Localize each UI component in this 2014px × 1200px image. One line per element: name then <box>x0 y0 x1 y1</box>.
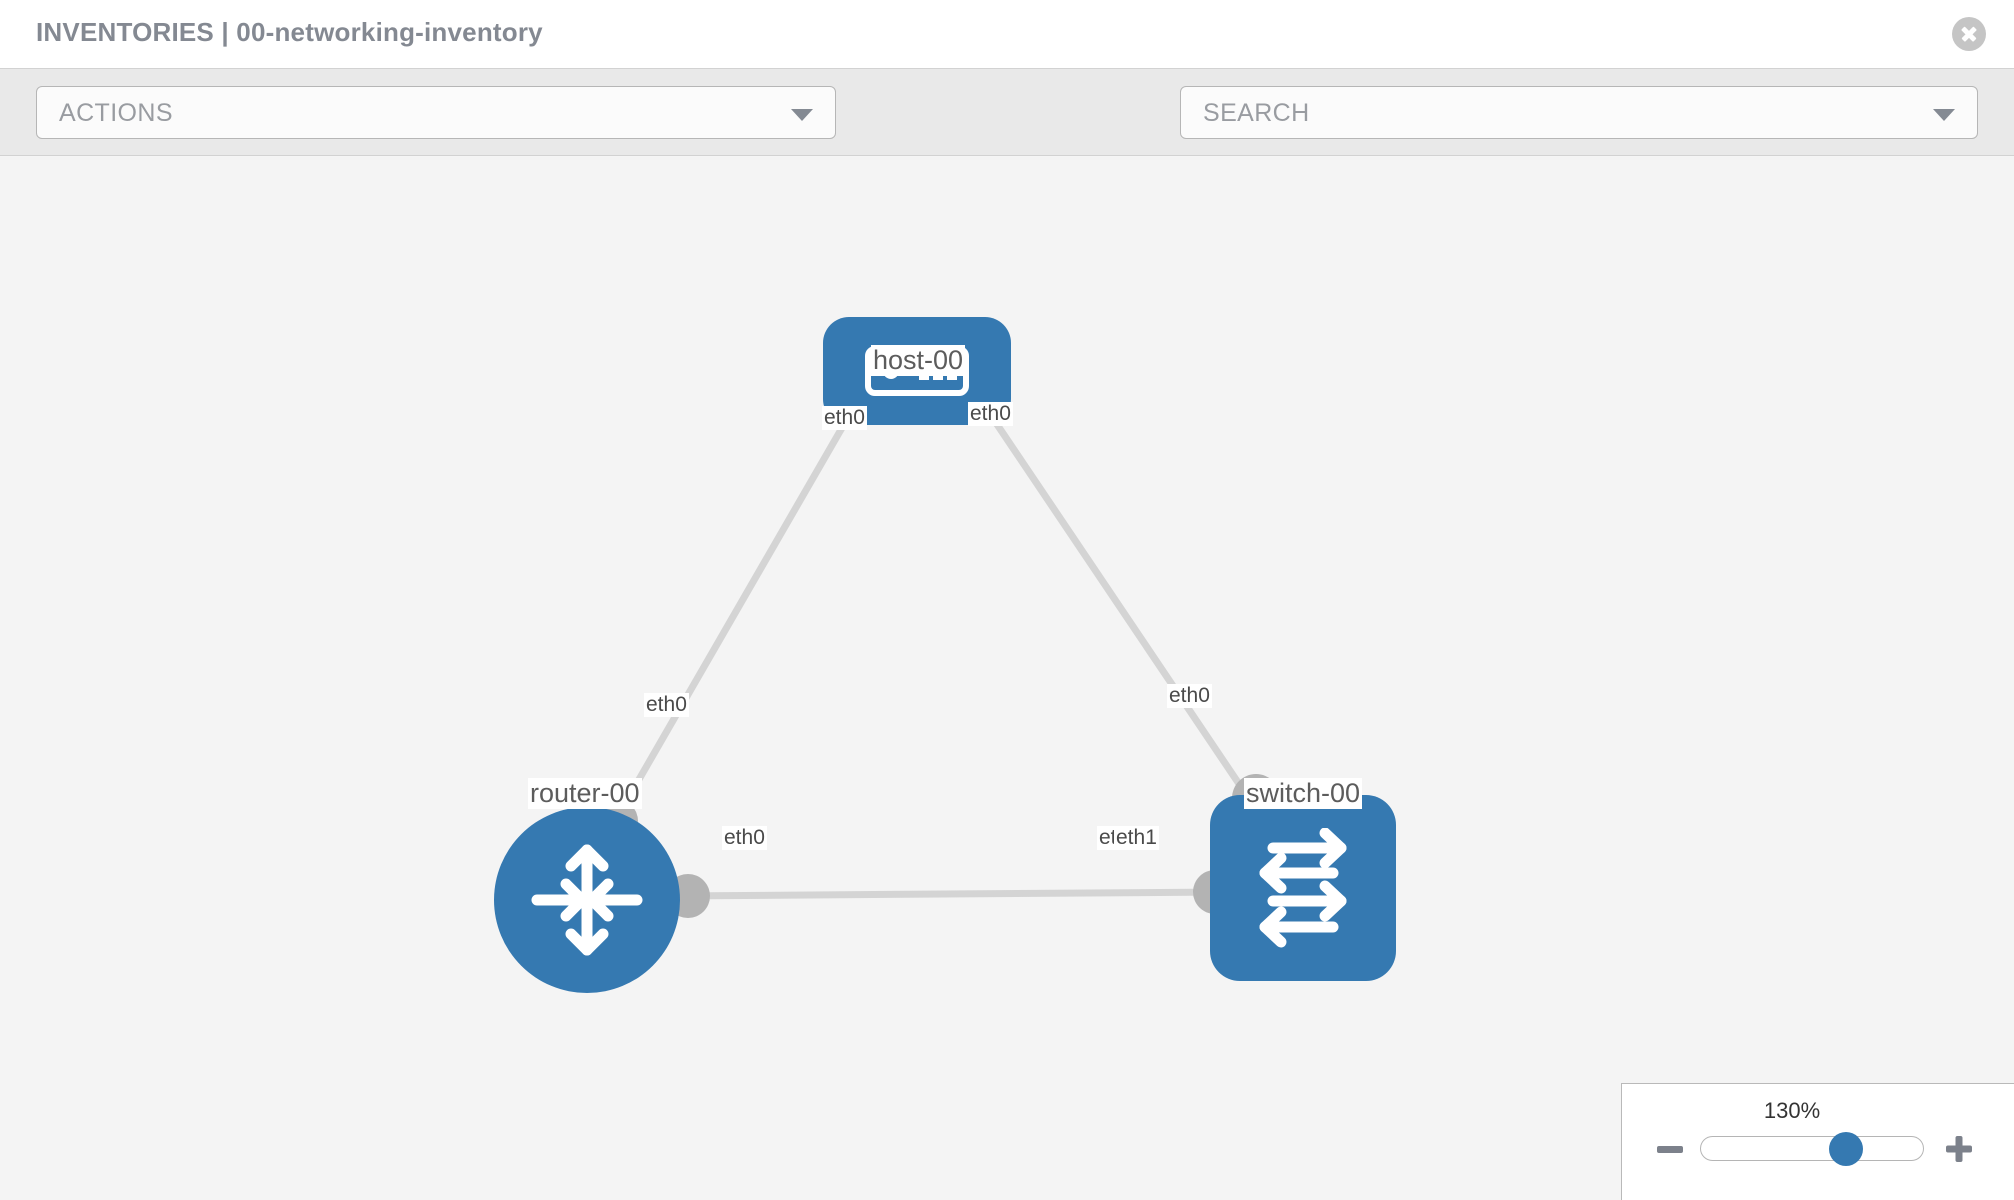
page-title: INVENTORIES | 00-networking-inventory <box>36 17 543 47</box>
topology-graph <box>594 330 1280 918</box>
router-arrows-icon <box>531 844 643 956</box>
node-label-host: host-00 <box>871 345 966 376</box>
zoom-control-panel: 130% <box>1621 1083 2014 1200</box>
topology-node-router[interactable] <box>494 807 680 993</box>
node-label-router: router-00 <box>528 778 642 809</box>
toolbar: ACTIONS SEARCH <box>0 68 2014 200</box>
edge-router-switch <box>671 888 1225 900</box>
chevron-down-icon <box>791 109 813 121</box>
node-label-switch: switch-00 <box>1244 778 1363 809</box>
actions-dropdown-label: ACTIONS <box>59 99 173 127</box>
zoom-slider-thumb[interactable] <box>1829 1132 1863 1166</box>
zoom-in-button[interactable] <box>1944 1134 1974 1164</box>
edge-label-host-right: eth0 <box>968 402 1013 426</box>
switch-arrows-icon <box>1259 828 1347 948</box>
edge-label-host-left: eth0 <box>822 406 867 430</box>
chevron-down-icon[interactable] <box>1933 109 1955 121</box>
search-placeholder: SEARCH <box>1203 99 1310 127</box>
topology-canvas[interactable]: host-00 router-00 switch-00 eth0 eth0 et… <box>0 157 2014 1200</box>
edge-host-router <box>596 360 884 849</box>
actions-dropdown[interactable]: ACTIONS <box>36 86 836 139</box>
edge-label-switch-left: eth1 <box>1114 826 1159 850</box>
zoom-level-value: 130% <box>1763 1098 1821 1123</box>
edge-label-switch-up: eth0 <box>1167 684 1212 708</box>
page-header: INVENTORIES | 00-networking-inventory <box>0 0 2014 68</box>
zoom-out-button[interactable] <box>1657 1146 1683 1153</box>
zoom-slider-track[interactable] <box>1700 1132 1924 1166</box>
close-icon[interactable] <box>1952 17 1986 51</box>
edge-host-switch <box>952 360 1271 829</box>
search-input[interactable]: SEARCH <box>1180 86 1978 139</box>
edge-label-router-up: eth0 <box>644 693 689 717</box>
topology-node-switch[interactable] <box>1210 795 1396 981</box>
edge-label-router-right: eth0 <box>722 826 767 850</box>
